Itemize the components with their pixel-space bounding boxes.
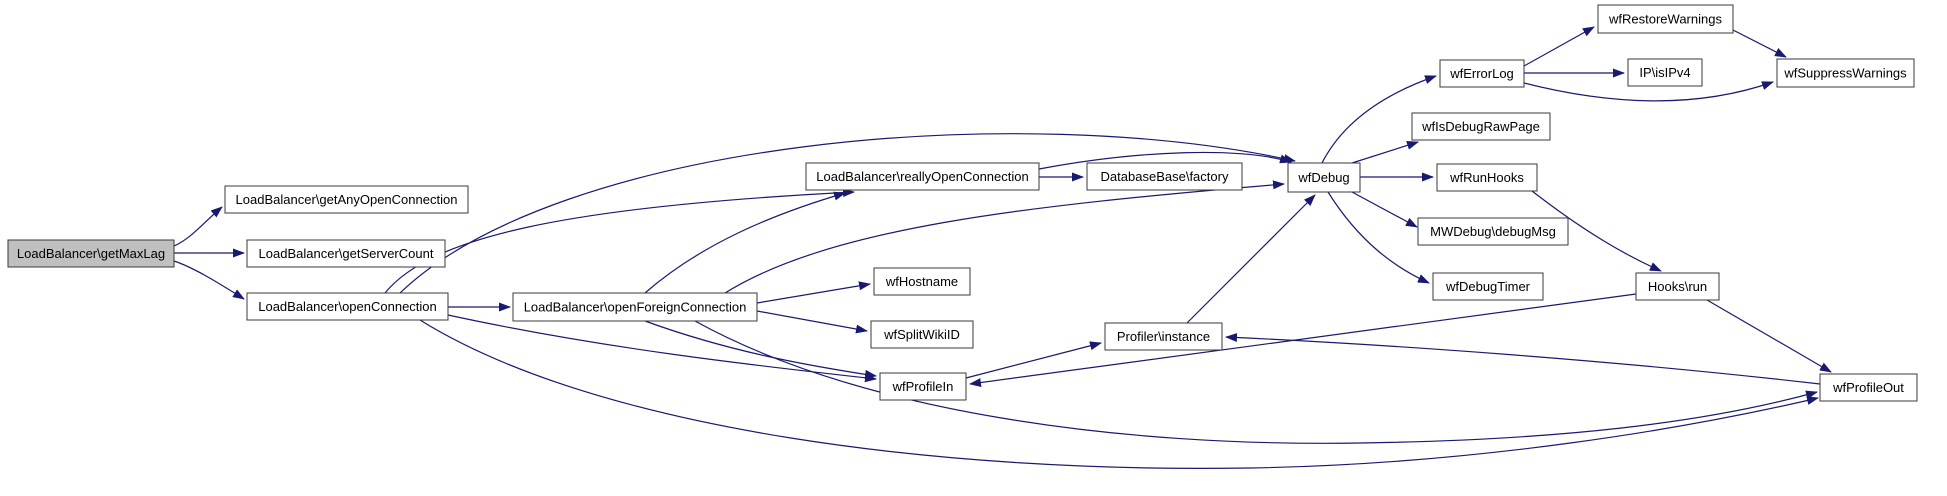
node-label-wfSplitWikiID: wfSplitWikiID xyxy=(883,327,960,342)
node-box-wfProfileIn[interactable] xyxy=(879,372,967,401)
edge-openConnection-to-wfProfileOut xyxy=(419,319,1819,469)
edge-wfErrorLog-to-wfSuppressWarnings xyxy=(1523,81,1774,102)
node-wfDebug[interactable]: wfDebug xyxy=(1287,162,1361,193)
edge-wfDebug-to-wfIsDebugRawPage xyxy=(1351,141,1419,164)
node-label-wfRunHooks: wfRunHooks xyxy=(1449,170,1524,185)
edge-wfProfileIn-to-profilerInstance xyxy=(965,341,1102,379)
node-wfRestoreWarnings[interactable]: wfRestoreWarnings xyxy=(1597,4,1734,34)
edge-wfRestoreWarnings-to-wfSuppressWarnings xyxy=(1732,29,1787,58)
node-box-getMaxLag xyxy=(7,239,175,268)
node-getMaxLag: LoadBalancer\getMaxLag xyxy=(7,239,175,268)
node-wfErrorLog[interactable]: wfErrorLog xyxy=(1439,59,1525,88)
node-label-wfDebug: wfDebug xyxy=(1297,170,1349,185)
node-box-wfProfileOut[interactable] xyxy=(1819,373,1918,402)
node-box-hooksRun[interactable] xyxy=(1635,272,1720,301)
edge-wfDebug-to-mwDebugMsg xyxy=(1351,191,1418,228)
edge-openConnection-to-reallyOpenConnection xyxy=(384,188,855,294)
node-wfProfileOut[interactable]: wfProfileOut xyxy=(1819,373,1918,402)
node-label-wfDebugTimer: wfDebugTimer xyxy=(1445,279,1531,294)
edge-openForeignConnection-to-reallyOpenConnection xyxy=(644,191,846,294)
edge-openForeignConnection-to-wfDebug xyxy=(724,180,1285,294)
edge-openForeignConnection-to-wfHostname xyxy=(756,281,871,304)
node-reallyOpenConnection[interactable]: LoadBalancer\reallyOpenConnection xyxy=(805,162,1040,191)
node-label-wfProfileIn: wfProfileIn xyxy=(892,379,954,394)
node-box-wfSplitWikiID[interactable] xyxy=(870,320,974,349)
edge-hooksRun-to-wfProfileIn xyxy=(969,293,1637,387)
edge-getMaxLag-to-openConnection xyxy=(173,260,245,300)
node-factory[interactable]: DatabaseBase\factory xyxy=(1086,162,1243,191)
edge-wfDebug-to-wfDebugTimer xyxy=(1327,191,1430,284)
node-label-profilerInstance: Profiler\instance xyxy=(1117,329,1210,344)
node-box-openConnection[interactable] xyxy=(246,292,449,321)
node-wfRunHooks[interactable]: wfRunHooks xyxy=(1436,163,1538,192)
node-label-wfRestoreWarnings: wfRestoreWarnings xyxy=(1608,12,1722,27)
node-label-openConnection: LoadBalancer\openConnection xyxy=(258,299,437,314)
node-label-factory: DatabaseBase\factory xyxy=(1101,169,1229,184)
node-box-wfDebugTimer[interactable] xyxy=(1432,272,1544,301)
node-wfHostname[interactable]: wfHostname xyxy=(873,267,971,296)
edge-openConnection-to-wfDebug xyxy=(399,133,1296,294)
node-label-getAnyOpenConnection: LoadBalancer\getAnyOpenConnection xyxy=(236,192,458,207)
node-box-getAnyOpenConnection[interactable] xyxy=(224,185,469,214)
edge-hooksRun-to-wfProfileOut xyxy=(1706,299,1832,373)
node-label-getMaxLag: LoadBalancer\getMaxLag xyxy=(17,246,165,261)
node-box-ipIsIPv4[interactable] xyxy=(1627,58,1703,87)
node-wfSplitWikiID[interactable]: wfSplitWikiID xyxy=(870,320,974,349)
node-label-openForeignConnection: LoadBalancer\openForeignConnection xyxy=(524,300,747,315)
node-box-mwDebugMsg[interactable] xyxy=(1417,217,1569,246)
node-label-wfSuppressWarnings: wfSuppressWarnings xyxy=(1783,66,1907,81)
node-wfDebugTimer[interactable]: wfDebugTimer xyxy=(1432,272,1544,301)
node-getAnyOpenConnection[interactable]: LoadBalancer\getAnyOpenConnection xyxy=(224,185,469,214)
node-mwDebugMsg[interactable]: MWDebug\debugMsg xyxy=(1417,217,1569,246)
node-label-wfHostname: wfHostname xyxy=(885,274,958,289)
node-profilerInstance[interactable]: Profiler\instance xyxy=(1104,322,1223,351)
edge-wfDebug-to-wfErrorLog xyxy=(1321,75,1437,164)
node-openForeignConnection[interactable]: LoadBalancer\openForeignConnection xyxy=(512,292,758,322)
node-label-wfIsDebugRawPage: wfIsDebugRawPage xyxy=(1421,119,1540,134)
edge-getMaxLag-to-getAnyOpenConnection xyxy=(173,206,223,247)
node-box-reallyOpenConnection[interactable] xyxy=(805,162,1040,191)
node-box-factory[interactable] xyxy=(1086,162,1243,191)
node-label-ipIsIPv4: IP\isIPv4 xyxy=(1639,65,1690,80)
node-label-getServerCount: LoadBalancer\getServerCount xyxy=(259,246,434,261)
edge-openForeignConnection-to-wfProfileIn xyxy=(644,320,877,379)
edge-openForeignConnection-to-wfSplitWikiID xyxy=(756,310,868,334)
node-box-wfHostname[interactable] xyxy=(873,267,971,296)
node-box-openForeignConnection[interactable] xyxy=(512,292,758,322)
node-wfIsDebugRawPage[interactable]: wfIsDebugRawPage xyxy=(1411,112,1551,141)
node-box-wfIsDebugRawPage[interactable] xyxy=(1411,112,1551,141)
node-box-wfRestoreWarnings[interactable] xyxy=(1597,4,1734,34)
node-label-wfProfileOut: wfProfileOut xyxy=(1832,380,1904,395)
edge-openConnection-to-wfProfileIn xyxy=(447,314,877,383)
edge-reallyOpenConnection-to-wfDebug xyxy=(1038,151,1292,170)
node-label-wfErrorLog: wfErrorLog xyxy=(1449,66,1514,81)
edge-wfErrorLog-to-wfRestoreWarnings xyxy=(1523,26,1595,67)
node-wfProfileIn[interactable]: wfProfileIn xyxy=(879,372,967,401)
node-box-wfDebug[interactable] xyxy=(1287,162,1361,193)
node-openConnection[interactable]: LoadBalancer\openConnection xyxy=(246,292,449,321)
node-box-wfSuppressWarnings[interactable] xyxy=(1776,58,1915,88)
node-box-wfErrorLog[interactable] xyxy=(1439,59,1525,88)
node-box-profilerInstance[interactable] xyxy=(1104,322,1223,351)
edge-openForeignConnection-to-wfProfileOut xyxy=(694,320,1818,444)
node-box-getServerCount[interactable] xyxy=(246,239,446,268)
edge-profilerInstance-to-wfDebug xyxy=(1186,194,1316,324)
node-hooksRun[interactable]: Hooks\run xyxy=(1635,272,1720,301)
node-getServerCount[interactable]: LoadBalancer\getServerCount xyxy=(246,239,446,268)
node-label-reallyOpenConnection: LoadBalancer\reallyOpenConnection xyxy=(816,169,1028,184)
edge-wfRunHooks-to-hooksRun xyxy=(1531,190,1662,272)
edge-wfProfileOut-to-profilerInstance xyxy=(1225,333,1821,385)
node-label-mwDebugMsg: MWDebug\debugMsg xyxy=(1430,224,1556,239)
node-wfSuppressWarnings[interactable]: wfSuppressWarnings xyxy=(1776,58,1915,88)
node-ipIsIPv4[interactable]: IP\isIPv4 xyxy=(1627,58,1703,87)
node-label-hooksRun: Hooks\run xyxy=(1648,279,1707,294)
node-box-wfRunHooks[interactable] xyxy=(1436,163,1538,192)
